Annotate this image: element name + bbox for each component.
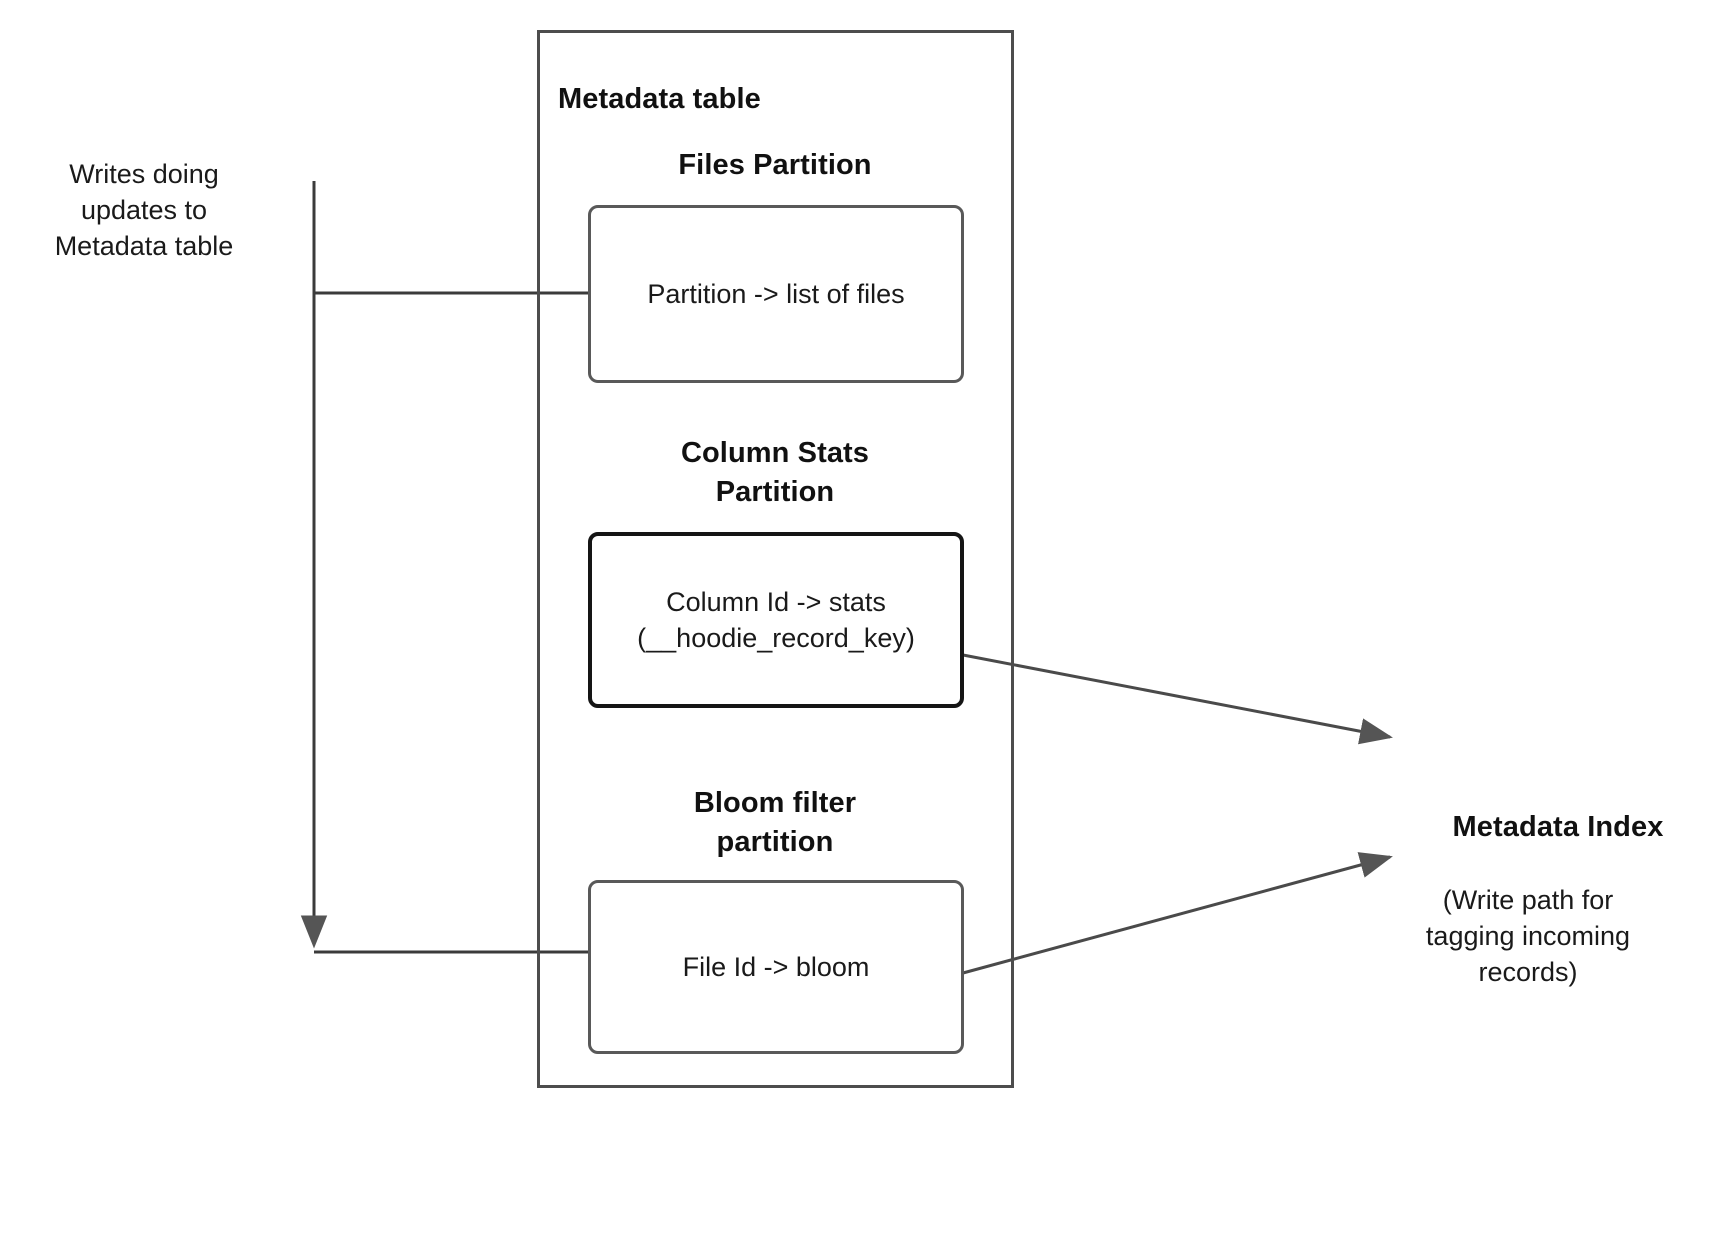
bloom-filter-partition-box[interactable]: File Id -> bloom: [588, 880, 964, 1054]
metadata-index-subtitle: (Write path for tagging incoming records…: [1425, 885, 1631, 988]
files-partition-heading: Files Partition: [678, 149, 872, 181]
metadata-index-title: Metadata Index: [1452, 811, 1664, 843]
column-stats-partition-box[interactable]: Column Id -> stats (__hoodie_record_key): [588, 532, 964, 708]
metadata-table-container: [537, 30, 1014, 1088]
bloom-filter-partition-heading: Bloom filter partition: [693, 787, 857, 858]
files-partition-box[interactable]: Partition -> list of files: [588, 205, 964, 383]
bloom-to-index-arrow: [962, 852, 1393, 975]
colstats-to-index-arrow: [962, 653, 1393, 745]
column-stats-partition-heading: Column Stats Partition: [680, 437, 870, 508]
metadata-table-title: Metadata table: [558, 83, 761, 115]
writes-flow-label: Writes doing updates to Metadata table: [54, 159, 234, 262]
